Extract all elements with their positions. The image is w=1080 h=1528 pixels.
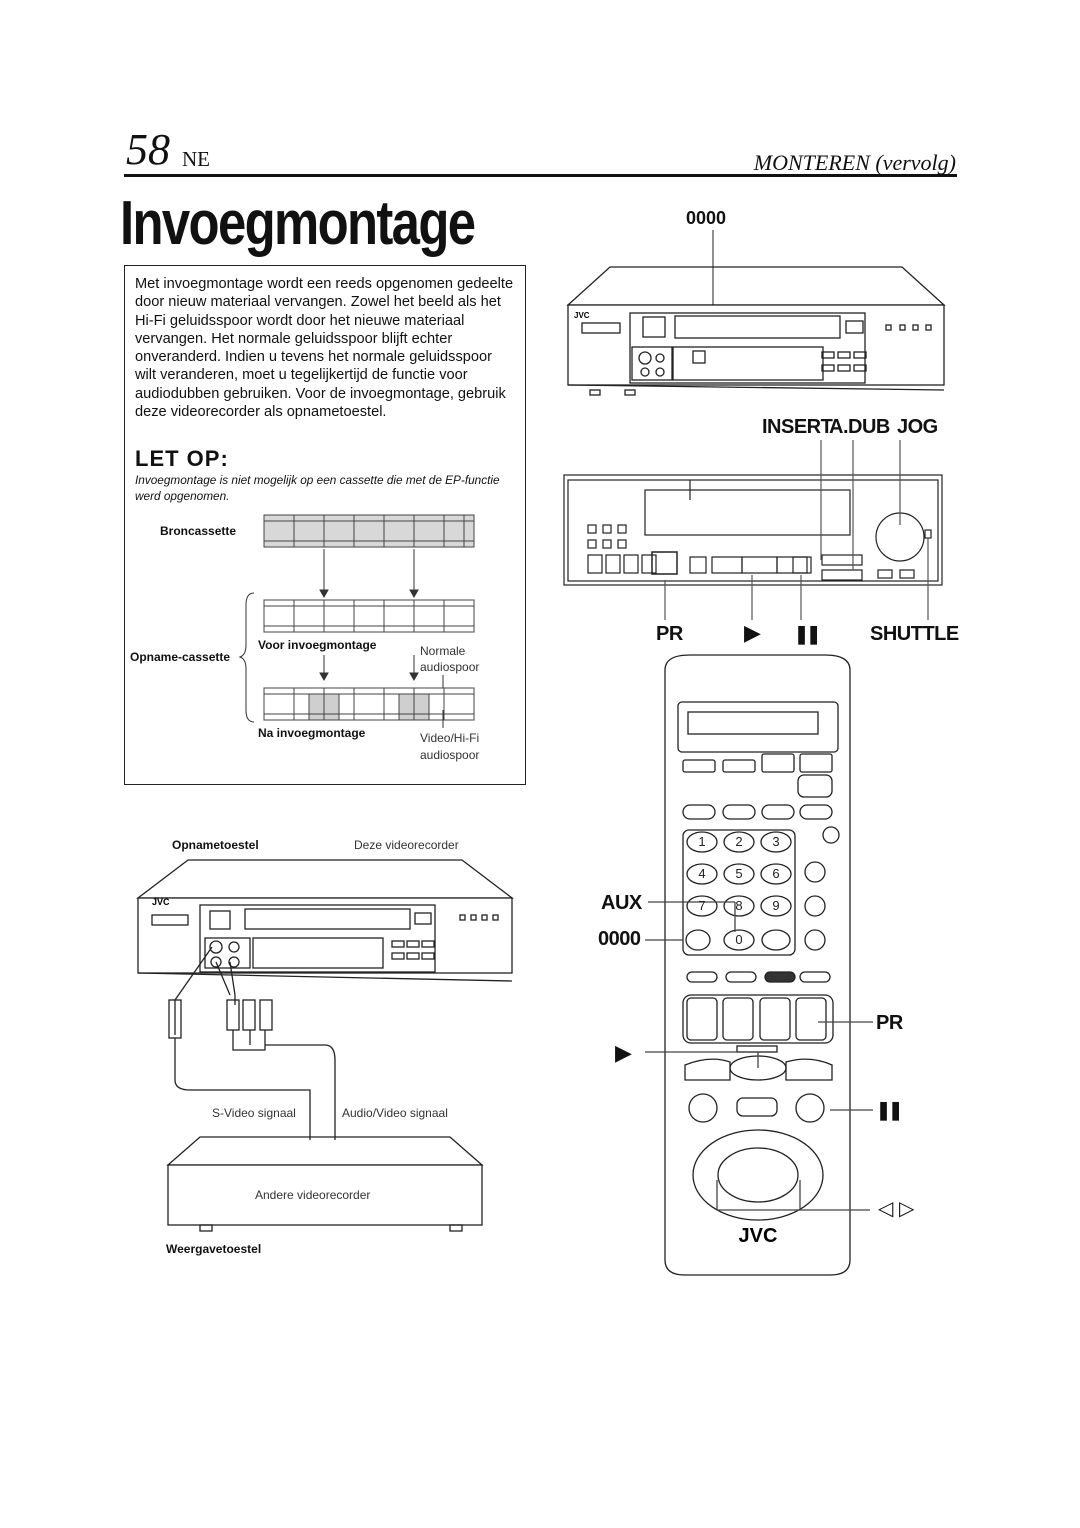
page-title: Invoegmontage: [120, 189, 476, 258]
note-heading: LET OP:: [135, 446, 229, 471]
source-cassette-label: Broncassette: [160, 524, 237, 538]
vcr-panel-diagram: [563, 440, 943, 620]
normal-audio-label: Normale audiospoor: [420, 644, 480, 674]
remote-pause-icon: ❚❚: [876, 1100, 903, 1120]
info-box: [124, 265, 526, 785]
after-insert-label: Na invoegmontage: [258, 726, 366, 740]
player-label: Weergavetoestel: [166, 1242, 262, 1256]
remote-key-2: 2: [735, 834, 742, 849]
aux-label: AUX: [601, 892, 642, 914]
vcr-brand-small: JVC: [152, 897, 170, 907]
remote-counter-label: 0000: [598, 928, 641, 950]
page-number: 58: [126, 125, 170, 174]
other-vcr-label: Andere videorecorder: [255, 1188, 371, 1202]
intro-paragraph: Met invoegmontage wordt een reeds opgeno…: [135, 276, 514, 421]
adub-label: A.DUB: [829, 416, 890, 438]
recorder-label: Opnametoestel: [172, 838, 259, 852]
this-vcr-label: Deze videorecorder: [354, 838, 459, 852]
pause-icon: ❚❚: [794, 624, 821, 644]
page-language: NE: [182, 147, 210, 171]
before-insert-label: Voor invoegmontage: [258, 638, 377, 652]
remote-key-0: 0: [735, 932, 742, 947]
remote-key-3: 3: [772, 834, 779, 849]
vcr-front-diagram: JVC: [566, 230, 946, 396]
remote-play-icon: ▶: [615, 1040, 632, 1065]
remote-pr-label: PR: [876, 1012, 903, 1034]
top-counter-label: 0000: [686, 208, 727, 228]
av-signal-label: Audio/Video signaal: [342, 1106, 448, 1120]
remote-key-4: 4: [698, 866, 705, 881]
tape-diagram: [238, 514, 475, 728]
svideo-signal-label: S-Video signaal: [212, 1106, 296, 1120]
jog-label: JOG: [897, 416, 938, 438]
pr-label: PR: [656, 623, 683, 645]
video-hifi-label: Video/Hi-Fi audiospoor: [420, 731, 480, 762]
remote-key-7: 7: [698, 898, 705, 913]
remote-key-8: 8: [735, 898, 742, 913]
header-rule: [124, 174, 957, 177]
section-title: MONTEREN (vervolg): [753, 150, 956, 175]
remote-arrows-icon: ◁ ▷: [878, 1198, 915, 1220]
play-icon: ▶: [744, 620, 761, 645]
note-text: Invoegmontage is niet mogelijk op een ca…: [135, 473, 500, 503]
insert-label: INSERT: [762, 416, 833, 438]
remote-brand: JVC: [739, 1225, 778, 1247]
connection-diagram: JVC: [136, 859, 514, 1232]
remote-control: 1 2 3 4 5 6 7 8 9 0 JVC: [645, 654, 873, 1276]
remote-key-1: 1: [698, 834, 705, 849]
remote-key-9: 9: [772, 898, 779, 913]
recording-cassette-label: Opname-cassette: [130, 650, 231, 664]
vcr-brand-top: JVC: [574, 311, 590, 320]
remote-key-6: 6: [772, 866, 779, 881]
remote-key-5: 5: [735, 866, 742, 881]
shuttle-label: SHUTTLE: [870, 623, 959, 645]
